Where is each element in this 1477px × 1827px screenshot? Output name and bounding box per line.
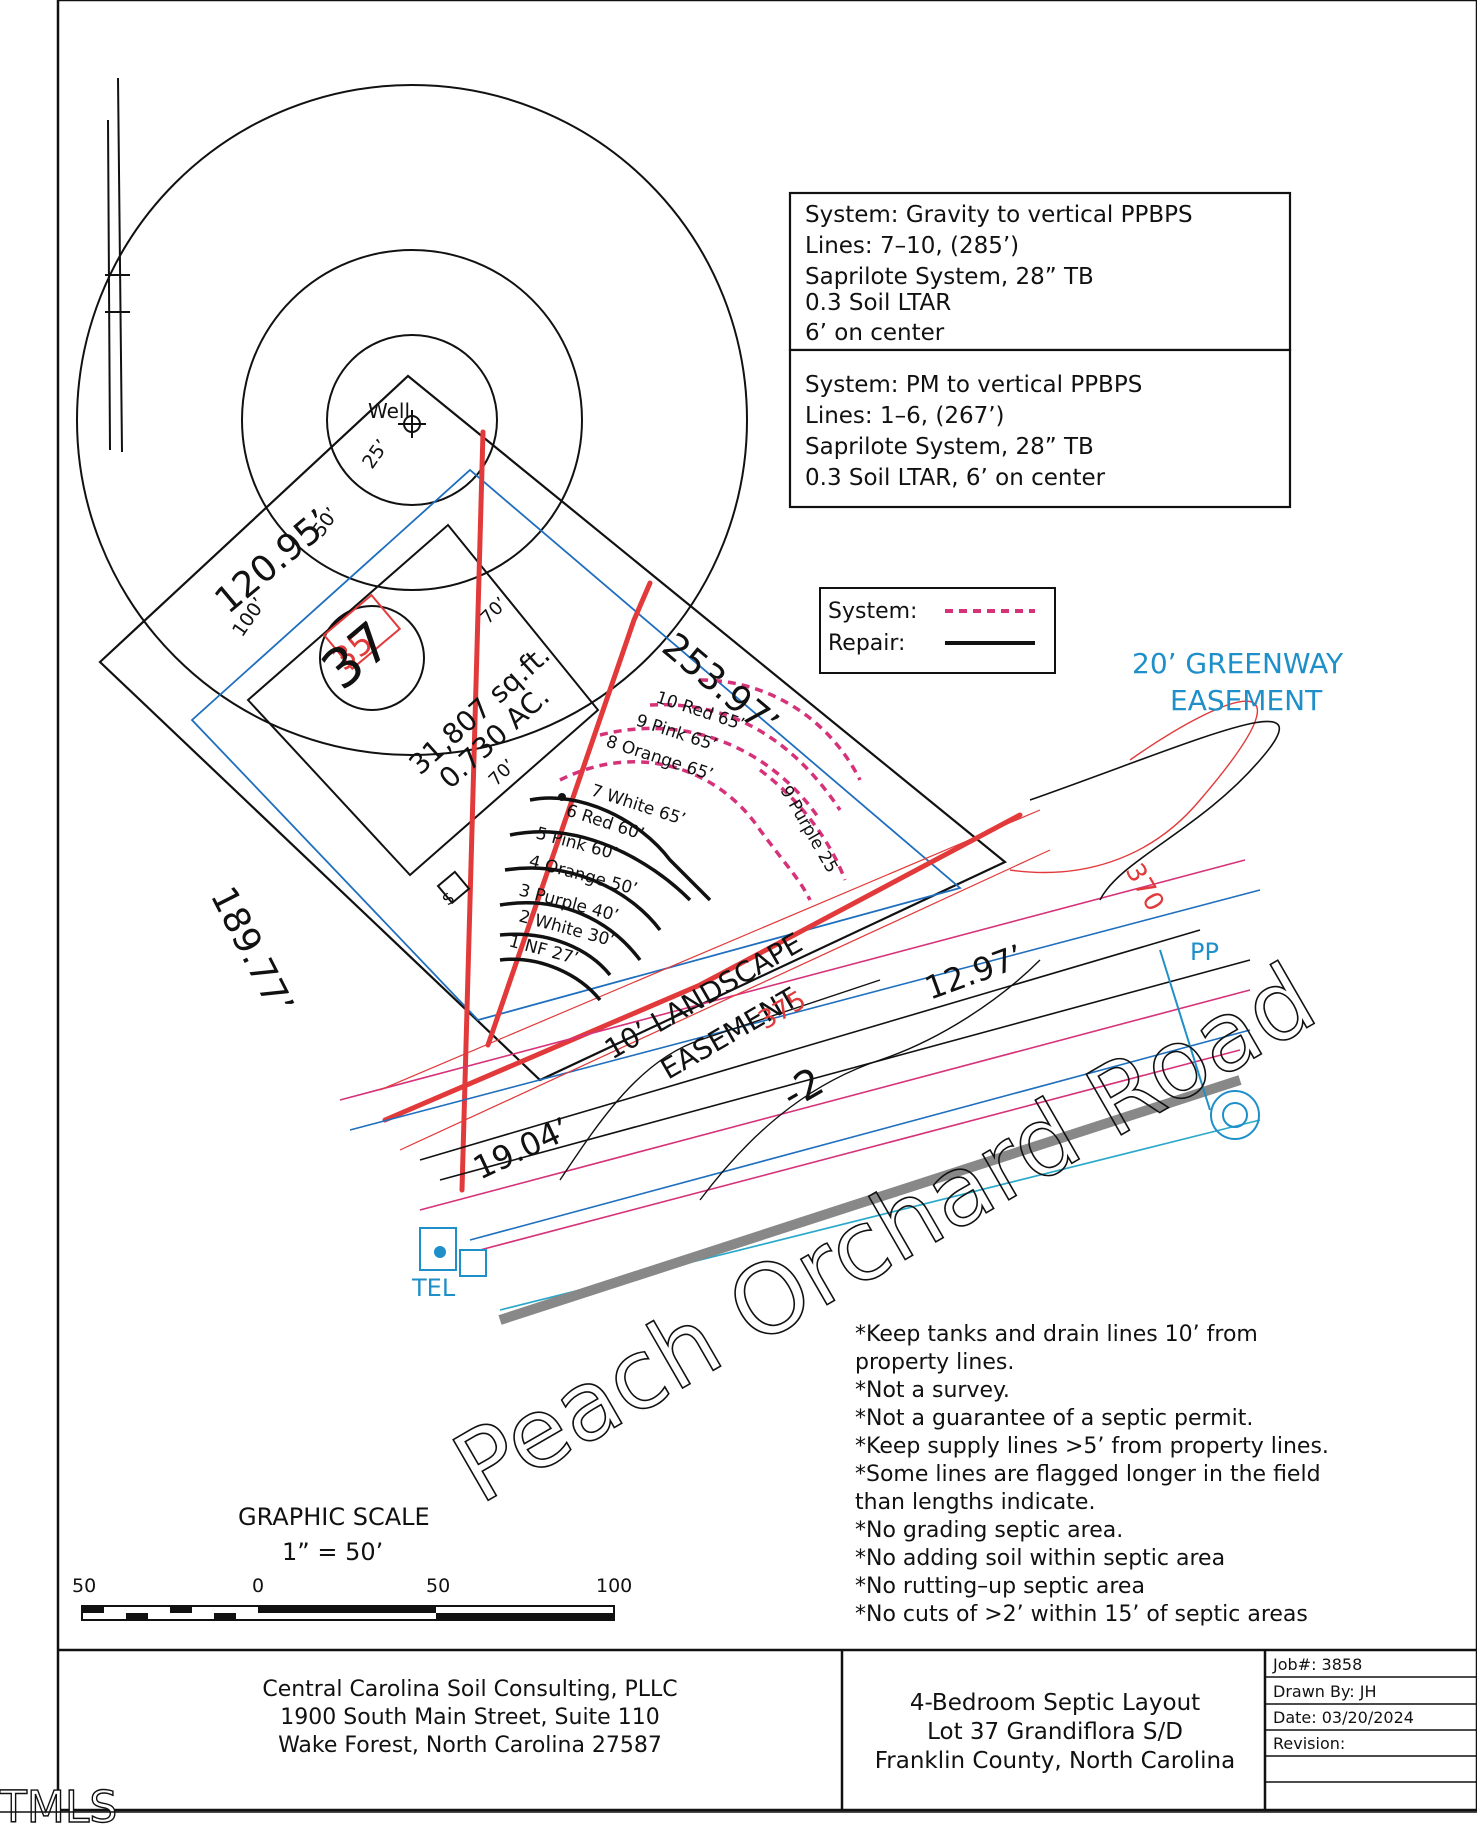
drawn-by: Drawn By: JH bbox=[1273, 1682, 1377, 1701]
telephone-box-icon bbox=[419, 1227, 487, 1277]
note-line: *No adding soil within septic area bbox=[855, 1546, 1225, 1571]
note-line: *Not a guarantee of a septic permit. bbox=[855, 1406, 1253, 1431]
system1-line5: 6’ on center bbox=[805, 320, 945, 346]
house-envelope bbox=[246, 523, 600, 877]
well-radius-25-circle bbox=[326, 334, 498, 506]
project-county: Franklin County, North Carolina bbox=[875, 1748, 1235, 1774]
s-label: S bbox=[439, 889, 458, 909]
legend-repair-label: Repair: bbox=[828, 631, 905, 656]
company-address: 1900 South Main Street, Suite 110 bbox=[280, 1705, 659, 1730]
scale-ratio: 1” = 50’ bbox=[282, 1538, 383, 1566]
system-spec-box-1: System: Gravity to vertical PPBPS Lines:… bbox=[788, 191, 1292, 352]
greenway-easement-line1: 20’ GREENWAY bbox=[1132, 647, 1344, 680]
septic-tank-s-badge: S bbox=[436, 870, 471, 909]
title-block: Central Carolina Soil Consulting, PLLC 1… bbox=[58, 1648, 1477, 1810]
note-line: *No grading septic area. bbox=[855, 1518, 1123, 1543]
legend-system-label: System: bbox=[828, 599, 917, 624]
north-arrow-icon bbox=[105, 77, 130, 453]
system-drain-lines bbox=[559, 678, 862, 901]
note-line: property lines. bbox=[855, 1350, 1014, 1375]
legend-box: System: Repair: bbox=[819, 587, 1056, 674]
well-setback-circles bbox=[76, 84, 748, 756]
drawing-date: Date: 03/20/2024 bbox=[1273, 1708, 1414, 1727]
dim-left-label: 189.77’ bbox=[202, 880, 301, 1021]
company-name: Central Carolina Soil Consulting, PLLC bbox=[262, 1677, 677, 1702]
notes-block: *Keep tanks and drain lines 10’ from pro… bbox=[855, 1322, 1329, 1627]
property-line bbox=[98, 374, 1008, 1082]
drain-start-dot bbox=[558, 793, 566, 801]
watermark-logo: TMLS bbox=[0, 1782, 117, 1827]
note-line: *Some lines are flagged longer in the fi… bbox=[855, 1462, 1321, 1487]
system2-line4: 0.3 Soil LTAR, 6’ on center bbox=[805, 465, 1106, 491]
power-pole-icon bbox=[1159, 949, 1260, 1140]
note-line: *Not a survey. bbox=[855, 1378, 1010, 1403]
graphic-scale: GRAPHIC SCALE 1” = 50’ 50 0 50 100 bbox=[72, 1503, 632, 1621]
note-line: *No rutting–up septic area bbox=[855, 1574, 1145, 1599]
well-radius-100-circle bbox=[76, 84, 748, 756]
project-lot: Lot 37 Grandiflora S/D bbox=[927, 1719, 1183, 1745]
tel-label: TEL bbox=[411, 1274, 456, 1302]
scale-tick-label: 100 bbox=[596, 1575, 632, 1597]
revision: Revision: bbox=[1273, 1734, 1345, 1753]
repair-drain-lines bbox=[499, 796, 712, 1002]
well-radius-50-circle bbox=[241, 249, 583, 591]
contour-370-label: 370 bbox=[1119, 859, 1170, 917]
company-city: Wake Forest, North Carolina 27587 bbox=[278, 1733, 662, 1758]
greenway-easement-line2: EASEMENT bbox=[1170, 684, 1323, 717]
note-line: *Keep tanks and drain lines 10’ from bbox=[855, 1322, 1258, 1347]
sheet-border bbox=[56, 0, 1477, 1812]
radius-25-label: 25’ bbox=[358, 435, 393, 472]
setback-line bbox=[190, 468, 962, 1022]
system2-line1: System: PM to vertical PPBPS bbox=[805, 372, 1142, 398]
system1-line1: System: Gravity to vertical PPBPS bbox=[805, 202, 1193, 228]
lot-boundaries bbox=[98, 374, 1008, 1082]
note-line: than lengths indicate. bbox=[855, 1490, 1095, 1515]
system1-line4: 0.3 Soil LTAR bbox=[805, 290, 951, 316]
scale-tick-label: 50 bbox=[72, 1575, 96, 1597]
front-left-dim-label: 19.04’ bbox=[467, 1110, 575, 1187]
system2-line3: Saprilote System, 28” TB bbox=[805, 434, 1094, 460]
scale-tick-label: 50 bbox=[426, 1575, 450, 1597]
well-icon bbox=[398, 410, 426, 438]
house-circle bbox=[319, 605, 425, 711]
road-corridor bbox=[339, 700, 1281, 1325]
system2-line2: Lines: 1–6, (267’) bbox=[805, 403, 1005, 429]
system-spec-box-2: System: PM to vertical PPBPS Lines: 1–6,… bbox=[788, 348, 1292, 509]
scale-title: GRAPHIC SCALE bbox=[238, 1503, 430, 1531]
system1-line3: Saprilote System, 28” TB bbox=[805, 264, 1094, 290]
pp-label: PP bbox=[1190, 938, 1219, 966]
project-title: 4-Bedroom Septic Layout bbox=[910, 1690, 1200, 1716]
lot-number: 37 bbox=[310, 610, 403, 702]
note-line: *Keep supply lines >5’ from property lin… bbox=[855, 1434, 1329, 1459]
job-number: Job#: 3858 bbox=[1272, 1655, 1362, 1674]
note-line: *No cuts of >2’ within 15’ of septic are… bbox=[855, 1602, 1308, 1627]
scale-tick-label: 0 bbox=[252, 1575, 264, 1597]
well-label: Well bbox=[368, 399, 410, 423]
minus-2-label: -2 bbox=[774, 1059, 832, 1119]
system1-line2: Lines: 7–10, (285’) bbox=[805, 233, 1019, 259]
